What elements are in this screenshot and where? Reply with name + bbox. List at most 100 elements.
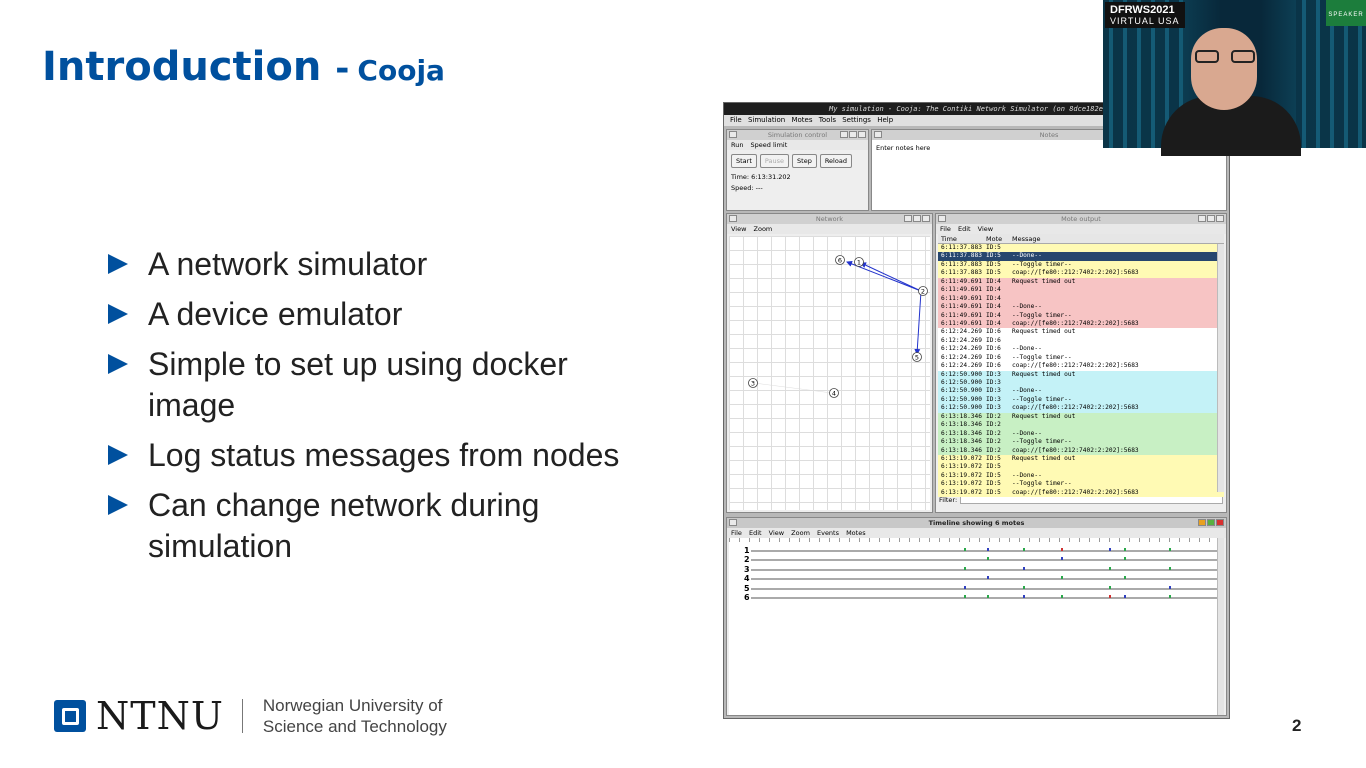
log-mote: ID:2 bbox=[986, 412, 1001, 420]
window-menu-icon[interactable] bbox=[729, 131, 737, 138]
window-menu-icon[interactable] bbox=[729, 519, 737, 526]
minimize-icon[interactable] bbox=[904, 215, 912, 222]
close-icon[interactable] bbox=[1216, 519, 1224, 526]
col-time[interactable]: Time bbox=[941, 235, 957, 243]
minimize-icon[interactable] bbox=[1198, 215, 1206, 222]
menu-view[interactable]: View bbox=[977, 225, 994, 233]
menu-edit[interactable]: Edit bbox=[748, 529, 762, 537]
mote-5[interactable]: 5 bbox=[912, 352, 922, 362]
menu-simulation[interactable]: Simulation bbox=[747, 116, 786, 124]
maximize-icon[interactable] bbox=[849, 131, 857, 138]
menu-zoom[interactable]: Zoom bbox=[791, 529, 810, 537]
menu-zoom[interactable]: Zoom bbox=[753, 225, 773, 233]
reload-button[interactable]: Reload bbox=[819, 154, 852, 168]
mote-1[interactable]: 1 bbox=[854, 257, 864, 267]
network-canvas[interactable]: 1 2 3 4 5 6 bbox=[729, 236, 930, 510]
mote-2[interactable]: 2 bbox=[918, 286, 928, 296]
speaker-head bbox=[1191, 28, 1257, 110]
menu-run[interactable]: Run bbox=[731, 141, 744, 149]
menu-view[interactable]: View bbox=[768, 529, 785, 537]
start-button[interactable]: Start bbox=[731, 154, 757, 168]
timeline-event-mark bbox=[1109, 548, 1111, 551]
timeline-scrollbar[interactable] bbox=[1217, 538, 1224, 715]
log-time: 6:13:19.072 bbox=[941, 488, 982, 496]
timeline-canvas[interactable]: 1 2 3 4 5 6 bbox=[729, 538, 1224, 715]
mote-6[interactable]: 6 bbox=[835, 255, 845, 265]
log-time: 6:12:50.900 bbox=[941, 395, 982, 403]
log-scrollbar[interactable] bbox=[1217, 244, 1224, 492]
log-time: 6:12:50.900 bbox=[941, 379, 982, 386]
close-icon[interactable] bbox=[858, 131, 866, 138]
menu-speed-limit[interactable]: Speed limit bbox=[750, 141, 788, 149]
menu-file[interactable]: File bbox=[940, 225, 951, 233]
step-button[interactable]: Step bbox=[792, 154, 817, 168]
col-mote[interactable]: Mote bbox=[986, 235, 1003, 243]
log-mote: ID:3 bbox=[986, 387, 1001, 395]
menu-events[interactable]: Events bbox=[816, 529, 839, 537]
window-menu-icon[interactable] bbox=[729, 215, 737, 222]
menu-file[interactable]: File bbox=[730, 116, 742, 124]
col-message[interactable]: Message bbox=[1012, 235, 1041, 243]
bullet-arrow-icon bbox=[108, 304, 128, 324]
minimize-icon[interactable] bbox=[1198, 519, 1206, 526]
menu-settings[interactable]: Settings bbox=[842, 116, 871, 124]
timeline-panel: Timeline showing 6 motes File Edit View … bbox=[726, 517, 1227, 716]
minimize-icon[interactable] bbox=[840, 131, 848, 138]
bullet-text: Log status messages from nodes bbox=[148, 437, 620, 473]
menu-motes[interactable]: Motes bbox=[791, 116, 813, 124]
maximize-icon[interactable] bbox=[1207, 215, 1215, 222]
window-menu-icon[interactable] bbox=[938, 215, 946, 222]
mote-3[interactable]: 3 bbox=[748, 378, 758, 388]
timeline-event-mark bbox=[1061, 548, 1063, 551]
mote-4[interactable]: 4 bbox=[829, 388, 839, 398]
log-mote: ID:2 bbox=[986, 438, 1001, 446]
maximize-icon[interactable] bbox=[1207, 519, 1215, 526]
menu-help[interactable]: Help bbox=[877, 116, 894, 124]
menu-tools[interactable]: Tools bbox=[818, 116, 836, 124]
sim-time: Time: 6:13:31.202 bbox=[731, 173, 791, 181]
maximize-icon[interactable] bbox=[913, 215, 921, 222]
log-mote: ID:6 bbox=[986, 362, 1001, 370]
window-menu-icon[interactable] bbox=[874, 131, 882, 138]
menu-view[interactable]: View bbox=[731, 225, 747, 233]
logo-divider bbox=[241, 699, 243, 733]
menu-motes[interactable]: Motes bbox=[846, 529, 866, 537]
menu-edit[interactable]: Edit bbox=[957, 225, 971, 233]
close-icon[interactable] bbox=[1216, 215, 1224, 222]
timeline-event-mark bbox=[964, 586, 966, 589]
menu-file[interactable]: File bbox=[731, 529, 742, 537]
pause-button[interactable]: Pause bbox=[759, 154, 790, 168]
log-message: --Done-- bbox=[1012, 345, 1042, 353]
close-icon[interactable] bbox=[922, 215, 930, 222]
